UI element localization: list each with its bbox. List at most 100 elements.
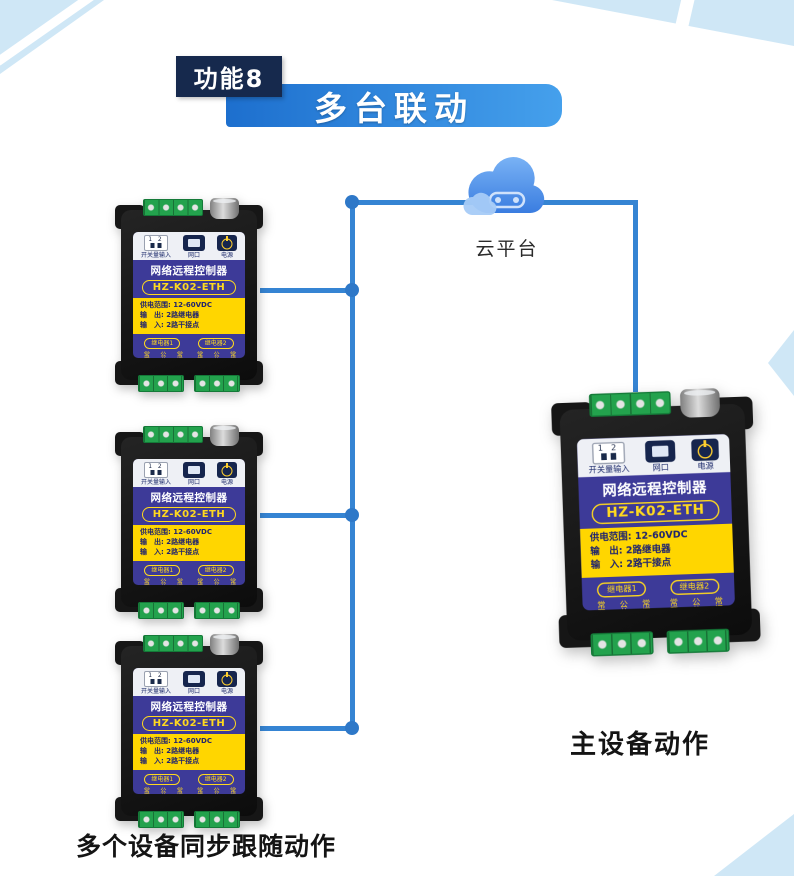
terminal-block-top [588,391,672,418]
power-group: 电源 [216,671,237,695]
relay-1-badge: 继电器1 [144,774,181,785]
relay-2-badge: 继电器2 [197,774,234,785]
pin-label: 常开 [195,351,203,358]
terminal-block-bottom-right [194,375,240,392]
spec-line: 供电范围: 12-60VDC [140,301,212,309]
dip-switch-icon: 1 2 [591,441,626,465]
device-label-panel: 1 2 开关量输入 网口 电源 网络远程控制器 HZ-K02-ETH 供电范围:… [133,459,245,585]
dip-switch-icon: 1 2 [143,462,168,478]
master-caption: 主设备动作 [569,730,710,760]
followers-caption: 多个设备同步跟随动作 [76,832,337,861]
pin-label: 公共 [158,351,166,358]
dip-switch-group: 1 2 开关量输入 [141,671,171,695]
spec-line: 供电范围: 12-60VDC [140,737,212,745]
relay-1-pins: 常开 公共 常闭 [142,787,182,794]
pin-label: 常开 [142,787,150,794]
power-jack [210,634,239,655]
device-title: 网络远程控制器 [150,265,228,277]
dip-switch-label: 开关量输入 [140,252,171,259]
relay-section: 继电器1 常开 公共 常闭 继电器2 常开 公共 常闭 [133,770,245,794]
power-label: 电源 [220,252,233,259]
power-label: 电源 [220,688,233,695]
terminal-block-bottom-left [138,811,184,828]
dip-switch-label: 开关量输入 [588,464,630,476]
trunk-line [350,200,355,730]
pin-label: 公共 [617,599,628,611]
lan-port-label: 网口 [187,252,200,259]
cloud-icon [463,157,545,215]
power-icon [216,235,237,251]
dip-switch-label: 开关量输入 [140,688,171,695]
junction-dot [345,195,359,209]
relay-2: 继电器2 常开 公共 常闭 [662,578,728,611]
device-label-panel: 1 2 开关量输入 网口 电源 网络远程控制器 HZ-K02-ETH 供电范围:… [133,232,245,358]
relay-2-badge: 继电器2 [669,578,720,596]
lan-port-group: 网口 [182,235,205,259]
page-title: 多台联动 [314,88,474,128]
device-label-panel: 1 2 开关量输入 网口 电源 网络远程控制器 HZ-K02-ETH 供电范围:… [576,433,736,611]
spec-line: 供电范围: 12-60VDC [140,528,212,536]
junction-dot [345,721,359,735]
dip-switch-group: 1 2 开关量输入 [588,441,630,476]
relay-section: 继电器1 常开 公共 常闭 继电器2 常开 公共 常闭 [582,573,735,611]
dip-switch-icon: 1 2 [143,671,168,687]
relay-2: 继电器2 常开 公共 常闭 [192,774,240,794]
device-model: HZ-K02-ETH [141,716,237,731]
pin-label: 常开 [595,600,606,611]
pin-label: 常闭 [228,351,236,358]
lan-port-group: 网口 [182,462,205,486]
lan-port-icon [644,439,676,463]
spec-line: 输 出: 2路继电器 [140,538,200,546]
device-specs: 供电范围: 12-60VDC 输 出: 2路继电器 输 入: 2路干接点 [133,734,245,770]
dip-switch-icon: 1 2 [143,235,168,251]
device-master: 1 2 开关量输入 网口 电源 网络远程控制器 HZ-K02-ETH 供电范围:… [548,387,764,658]
feature-badge: 功能8 [176,56,282,97]
lan-port-group: 网口 [644,439,676,474]
device-follower-2: 1 2 开关量输入 网口 电源 网络远程控制器 HZ-K02-ETH 供电范围:… [113,425,265,619]
spec-line: 输 出: 2路继电器 [140,747,200,755]
device-specs: 供电范围: 12-60VDC 输 出: 2路继电器 输 入: 2路干接点 [579,523,734,578]
feature-badge-label: 功能8 [193,65,265,93]
corner-decoration-top-left [0,0,104,74]
cloud-platform [462,153,552,227]
lan-port-label: 网口 [187,688,200,695]
relay-2-pins: 常开 公共 常闭 [196,351,236,358]
relay-2-badge: 继电器2 [197,338,234,349]
lan-port-group: 网口 [182,671,205,695]
device-label-panel: 1 2 开关量输入 网口 电源 网络远程控制器 HZ-K02-ETH 供电范围:… [133,668,245,794]
pin-label: 公共 [212,578,220,585]
follower-3-branch-line [260,726,352,731]
power-icon [216,671,237,687]
dip-switch-group: 1 2 开关量输入 [141,235,171,259]
lan-port-icon [182,671,205,687]
power-group: 电源 [216,235,237,259]
relay-2-pins: 常开 公共 常闭 [196,578,236,585]
relay-1-badge: 继电器1 [597,581,647,598]
spec-line: 输 入: 2路干接点 [140,757,200,765]
pin-label: 公共 [212,787,220,794]
relay-1: 继电器1 常开 公共 常闭 [589,581,655,611]
relay-section: 继电器1 常开 公共 常闭 继电器2 常开 公共 常闭 [133,561,245,585]
edge-decoration-right [768,330,794,396]
terminal-block-bottom-left [590,631,654,657]
terminal-block-bottom-right [666,628,730,654]
corner-decoration-bottom-right [714,814,794,876]
relay-1-badge: 继电器1 [144,565,181,576]
pin-label: 常开 [195,578,203,585]
relay-1-pins: 常开 公共 常闭 [142,578,182,585]
dip-switch-label: 开关量输入 [140,479,171,486]
lan-port-icon [182,235,205,251]
relay-1: 继电器1 常开 公共 常闭 [138,565,186,585]
terminal-block-bottom-left [138,602,184,619]
relay-1: 继电器1 常开 公共 常闭 [138,774,186,794]
spec-line: 输 入: 2路干接点 [140,548,200,556]
power-label: 电源 [697,461,714,472]
relay-2-badge: 继电器2 [197,565,234,576]
spec-line: 输 出: 2路继电器 [140,311,200,319]
terminal-block-bottom-right [194,811,240,828]
pin-label: 常闭 [175,578,183,585]
follower-1-branch-line [260,288,352,293]
power-group: 电源 [691,438,720,472]
icon-strip: 1 2 开关量输入 网口 电源 [133,668,245,696]
